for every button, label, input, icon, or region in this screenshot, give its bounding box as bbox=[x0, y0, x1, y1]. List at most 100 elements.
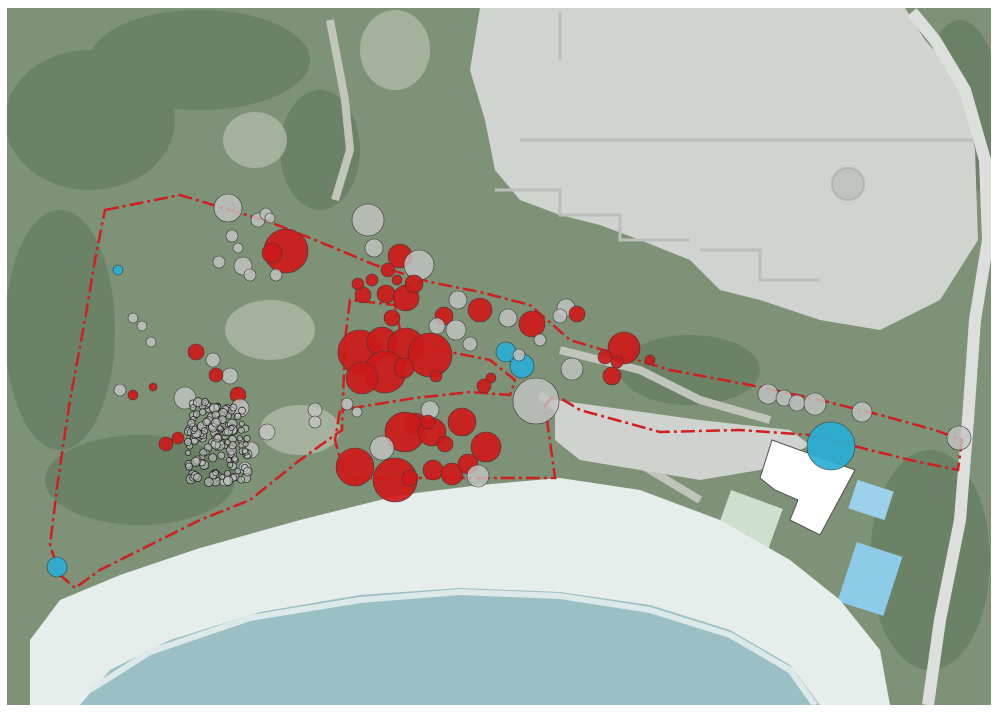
cluster-site-marker[interactable] bbox=[241, 447, 249, 455]
cluster-site-marker[interactable] bbox=[237, 426, 245, 434]
grey-site-marker[interactable] bbox=[364, 238, 384, 258]
cluster-site-marker[interactable] bbox=[190, 456, 201, 467]
red-site-marker[interactable] bbox=[597, 349, 613, 365]
red-site-marker[interactable] bbox=[261, 242, 283, 264]
cluster-site-marker[interactable] bbox=[227, 461, 234, 468]
red-site-marker[interactable] bbox=[391, 274, 403, 286]
red-site-marker[interactable] bbox=[429, 369, 443, 383]
red-site-marker[interactable] bbox=[393, 357, 415, 379]
grey-site-marker[interactable] bbox=[340, 397, 354, 411]
cluster-site-marker[interactable] bbox=[224, 439, 231, 446]
red-site-marker[interactable] bbox=[518, 310, 546, 338]
grey-site-marker[interactable] bbox=[946, 425, 972, 451]
cluster-site-marker[interactable] bbox=[226, 457, 232, 463]
red-site-marker[interactable] bbox=[568, 305, 586, 323]
grey-site-marker[interactable] bbox=[428, 317, 446, 335]
red-site-marker[interactable] bbox=[401, 469, 419, 487]
red-site-marker[interactable] bbox=[208, 367, 224, 383]
grey-site-marker[interactable] bbox=[552, 308, 568, 324]
cluster-site-marker[interactable] bbox=[212, 469, 219, 477]
cluster-site-marker[interactable] bbox=[243, 435, 251, 442]
red-site-marker[interactable] bbox=[351, 277, 365, 291]
red-site-marker[interactable] bbox=[485, 372, 497, 384]
red-site-marker[interactable] bbox=[127, 389, 139, 401]
cluster-site-marker[interactable] bbox=[192, 410, 201, 418]
grey-site-marker[interactable] bbox=[136, 320, 148, 332]
grey-site-marker[interactable] bbox=[213, 193, 243, 223]
grey-site-marker[interactable] bbox=[757, 383, 779, 405]
grey-site-marker[interactable] bbox=[369, 435, 395, 461]
cyan-site-marker[interactable] bbox=[806, 421, 856, 471]
cluster-site-marker[interactable] bbox=[211, 417, 221, 428]
red-site-marker[interactable] bbox=[407, 332, 453, 378]
red-site-marker[interactable] bbox=[644, 354, 656, 366]
red-site-marker[interactable] bbox=[380, 262, 396, 278]
cluster-site-marker[interactable] bbox=[185, 449, 192, 456]
grey-site-marker[interactable] bbox=[533, 333, 547, 347]
cluster-site-marker[interactable] bbox=[238, 420, 245, 427]
red-site-marker[interactable] bbox=[467, 297, 493, 323]
red-site-marker[interactable] bbox=[376, 284, 396, 304]
grey-site-marker[interactable] bbox=[307, 402, 323, 418]
grey-site-marker[interactable] bbox=[560, 357, 584, 381]
cluster-site-marker[interactable] bbox=[228, 441, 237, 450]
cluster-site-marker[interactable] bbox=[185, 462, 193, 471]
grey-site-marker[interactable] bbox=[113, 383, 127, 397]
red-site-marker[interactable] bbox=[470, 431, 502, 463]
grey-site-marker[interactable] bbox=[466, 464, 490, 488]
cluster-site-marker[interactable] bbox=[203, 477, 214, 487]
cluster-site-marker[interactable] bbox=[184, 437, 192, 446]
red-site-marker[interactable] bbox=[440, 462, 464, 486]
cyan-site-marker[interactable] bbox=[46, 556, 68, 578]
cluster-site-marker[interactable] bbox=[219, 474, 226, 480]
grey-site-marker[interactable] bbox=[269, 268, 283, 282]
grey-site-marker[interactable] bbox=[264, 212, 276, 224]
red-site-marker[interactable] bbox=[383, 309, 401, 327]
grey-site-marker[interactable] bbox=[205, 352, 221, 368]
red-site-marker[interactable] bbox=[602, 366, 622, 386]
cluster-site-marker[interactable] bbox=[231, 455, 239, 463]
red-site-marker[interactable] bbox=[436, 435, 454, 453]
cluster-site-marker[interactable] bbox=[213, 434, 223, 443]
grey-site-marker[interactable] bbox=[462, 336, 478, 352]
grey-site-marker[interactable] bbox=[403, 249, 435, 281]
grey-site-marker[interactable] bbox=[127, 312, 139, 324]
cluster-site-marker[interactable] bbox=[234, 412, 242, 421]
grey-site-marker[interactable] bbox=[225, 229, 239, 243]
grey-site-marker[interactable] bbox=[788, 394, 806, 412]
grey-site-marker[interactable] bbox=[221, 367, 239, 385]
cluster-site-marker[interactable] bbox=[200, 427, 209, 435]
grey-site-marker[interactable] bbox=[258, 423, 276, 441]
grey-site-marker[interactable] bbox=[308, 415, 322, 429]
grey-site-marker[interactable] bbox=[212, 255, 226, 269]
cluster-site-marker[interactable] bbox=[211, 410, 220, 419]
red-site-marker[interactable] bbox=[476, 378, 492, 394]
cluster-site-marker[interactable] bbox=[237, 475, 246, 484]
grey-site-marker[interactable] bbox=[851, 401, 873, 423]
grey-site-marker[interactable] bbox=[145, 336, 157, 348]
red-site-marker[interactable] bbox=[404, 274, 424, 294]
red-site-marker[interactable] bbox=[610, 355, 624, 369]
cluster-site-marker[interactable] bbox=[228, 425, 235, 432]
grey-site-marker[interactable] bbox=[445, 319, 467, 341]
grey-site-marker[interactable] bbox=[243, 268, 257, 282]
cyan-site-marker[interactable] bbox=[112, 264, 124, 276]
cluster-site-marker[interactable] bbox=[223, 475, 234, 486]
red-site-marker[interactable] bbox=[420, 414, 436, 430]
cluster-site-marker[interactable] bbox=[208, 453, 218, 463]
red-site-marker[interactable] bbox=[345, 361, 379, 395]
grey-site-marker[interactable] bbox=[351, 203, 385, 237]
cluster-site-marker[interactable] bbox=[193, 473, 202, 482]
grey-site-marker[interactable] bbox=[498, 308, 518, 328]
cluster-site-marker[interactable] bbox=[217, 451, 226, 460]
cluster-site-marker[interactable] bbox=[238, 406, 246, 415]
red-site-marker[interactable] bbox=[365, 273, 379, 287]
cluster-site-marker[interactable] bbox=[187, 419, 196, 428]
cluster-site-marker[interactable] bbox=[236, 435, 243, 442]
red-site-marker[interactable] bbox=[187, 343, 205, 361]
red-site-marker[interactable] bbox=[148, 382, 158, 392]
cluster-site-marker[interactable] bbox=[201, 398, 209, 406]
red-site-marker[interactable] bbox=[335, 447, 375, 487]
red-site-marker[interactable] bbox=[158, 436, 174, 452]
